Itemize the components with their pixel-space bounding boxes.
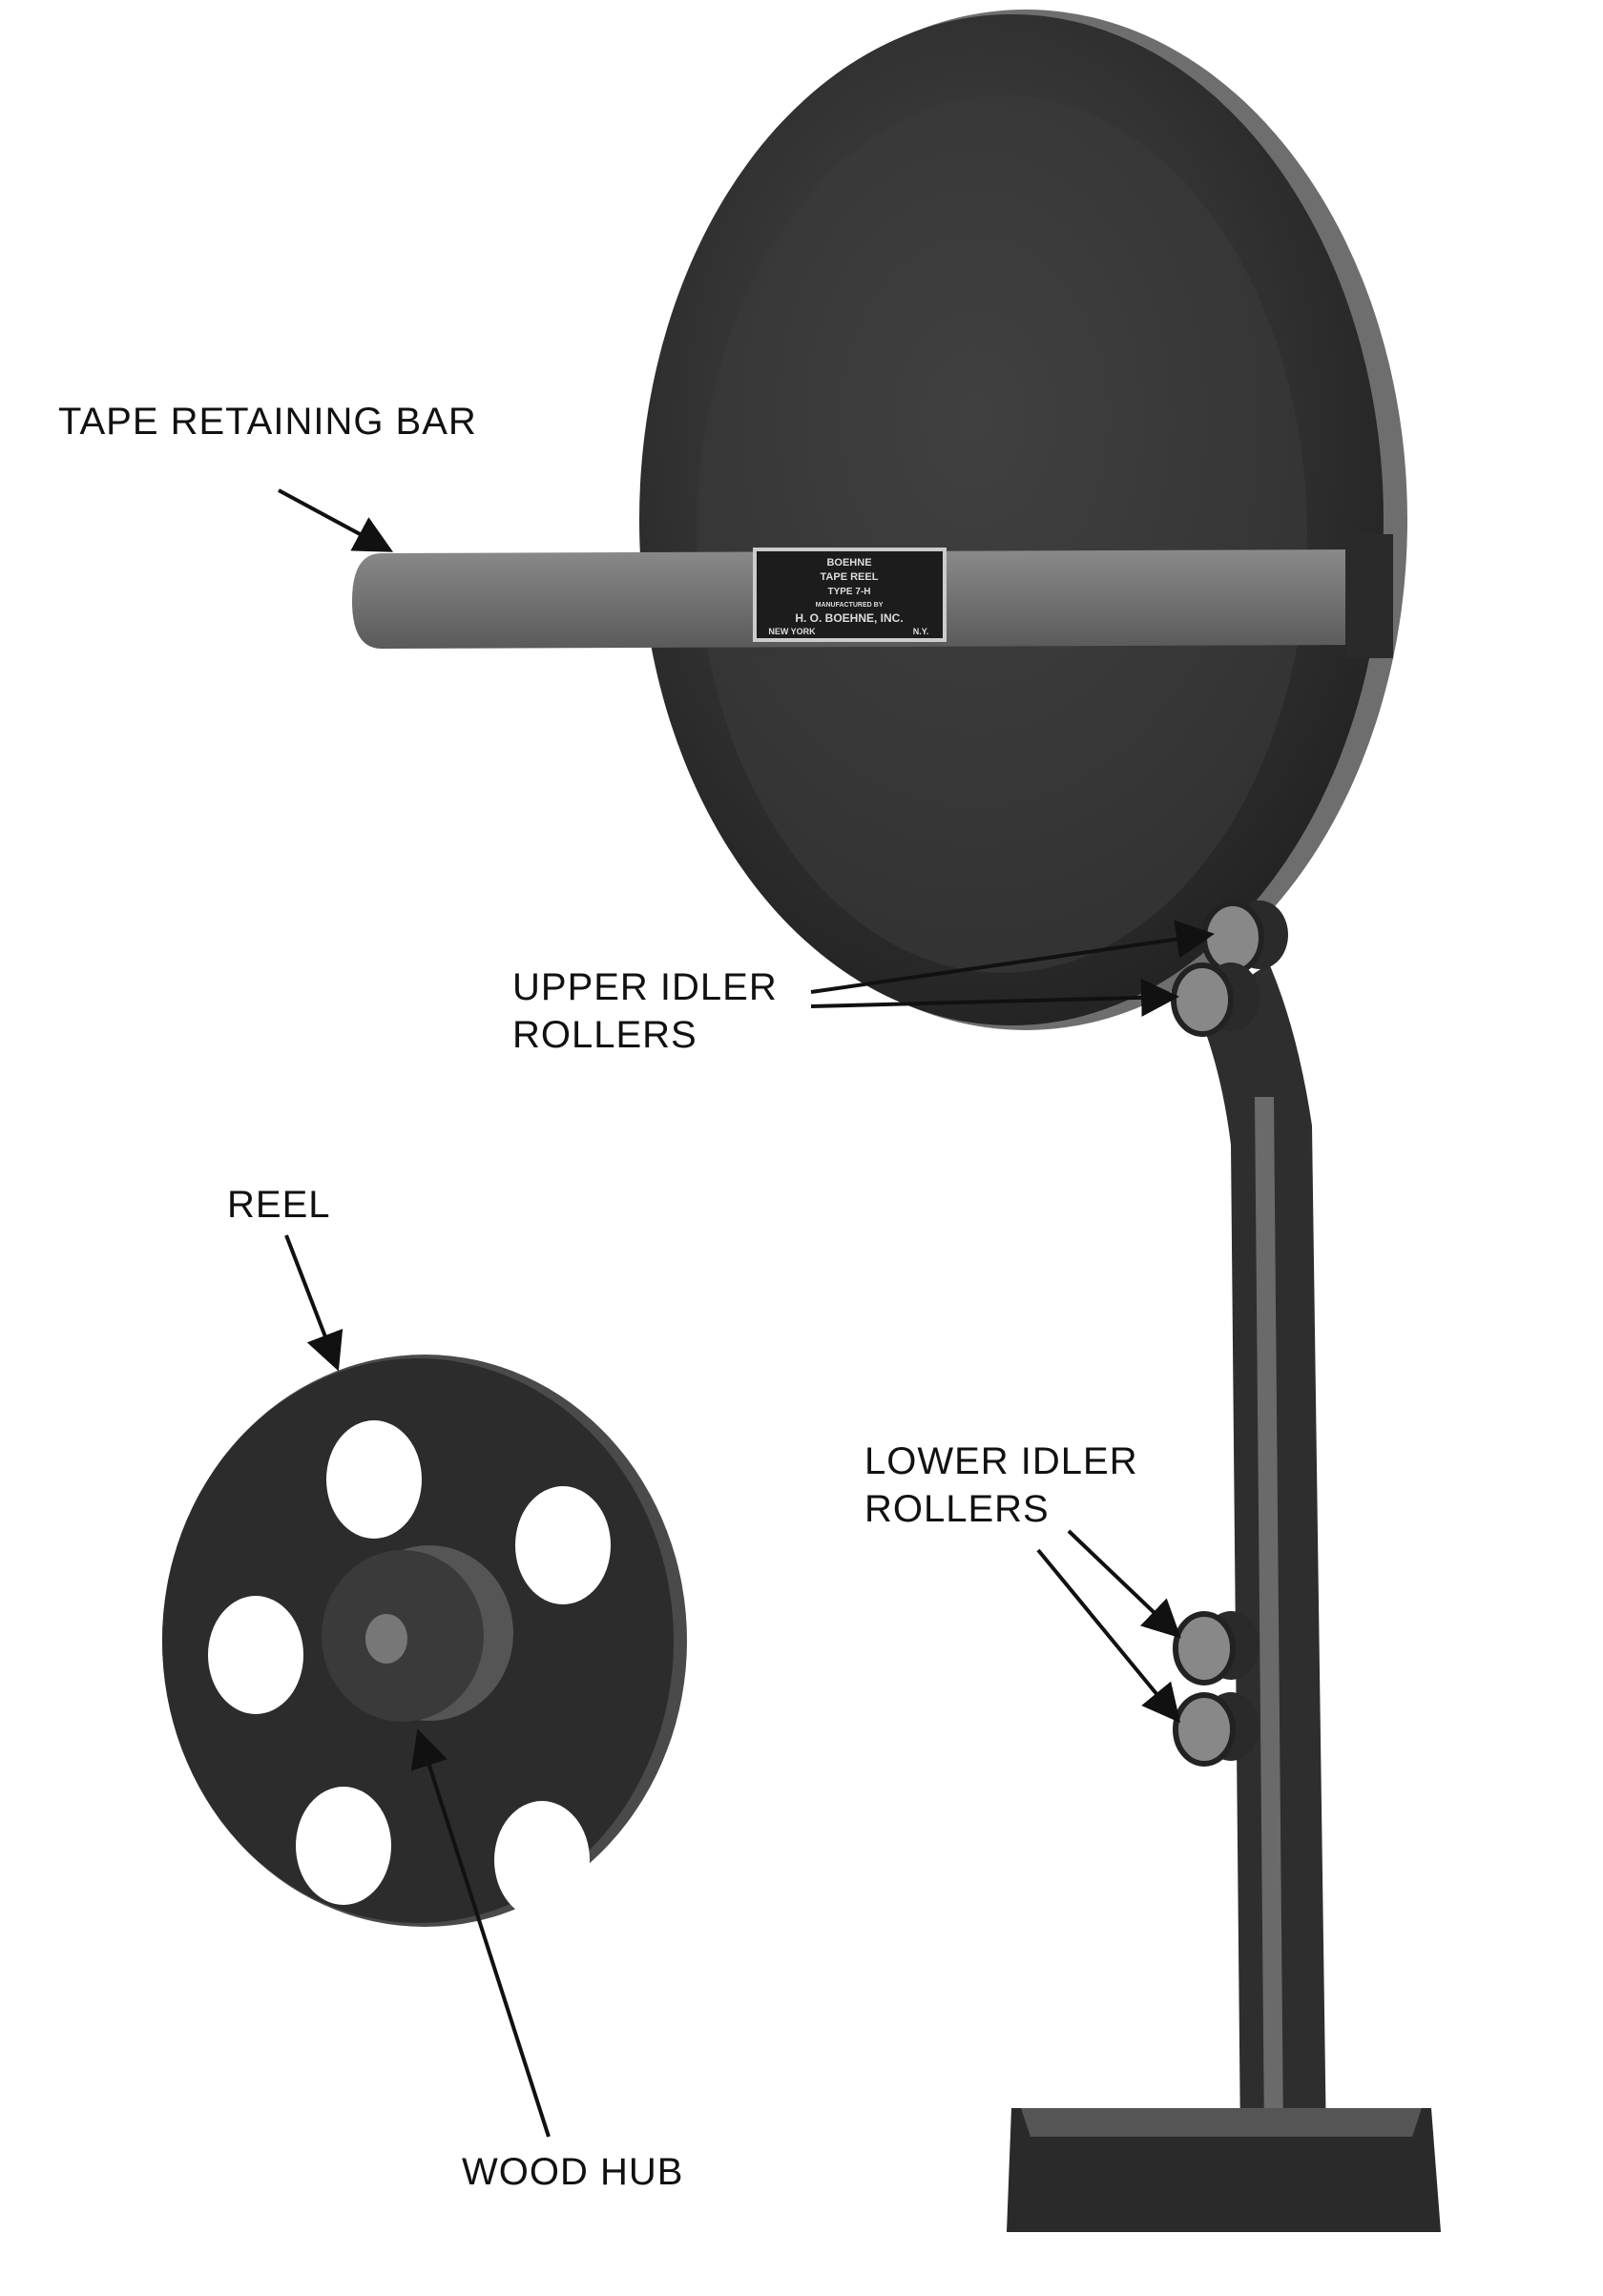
arrow-wood-hub <box>410 1728 551 2138</box>
stand <box>1007 963 1441 2232</box>
reel-hole <box>494 1801 590 1919</box>
arrow-upper-roller <box>810 978 1179 1017</box>
label-upper-idler-rollers: UPPER IDLER <box>512 966 778 1008</box>
stand-base <box>1007 2108 1441 2232</box>
nameplate-line: TYPE 7-H <box>827 587 870 597</box>
label-upper-idler-rollers: ROLLERS <box>512 1014 697 1056</box>
label-lower-idler-rollers: ROLLERS <box>864 1488 1050 1530</box>
nameplate-line: TAPE REEL <box>821 571 879 583</box>
reel-hole <box>326 1420 422 1539</box>
nameplate-line: MANUFACTURED BY <box>816 602 884 609</box>
arrow-tape-retaining-bar <box>278 488 394 552</box>
wood-hub <box>322 1545 513 1722</box>
nameplate-city: NEW YORK <box>768 627 816 636</box>
label-wood-hub: WOOD HUB <box>462 2151 683 2193</box>
arrow-upper-roller <box>810 920 1215 994</box>
label-lower-idler-rollers: LOWER IDLER <box>864 1440 1138 1482</box>
reel <box>162 1355 687 1927</box>
reel-hole <box>296 1787 391 1905</box>
nameplate-line: H. O. BOEHNE, INC. <box>795 611 903 625</box>
label-reel: REEL <box>227 1184 331 1226</box>
arrow-lower-roller <box>1067 1529 1181 1639</box>
label-tape-retaining-bar: TAPE RETAINING BAR <box>58 401 477 443</box>
lower-idler-rollers <box>1173 1611 1260 1767</box>
arrow-reel <box>284 1234 344 1372</box>
tape-reel-housing <box>639 10 1407 1030</box>
nameplate-state: N.Y. <box>913 627 929 636</box>
reel-hole <box>208 1596 303 1714</box>
nameplate: BOEHNE TAPE REEL TYPE 7-H MANUFACTURED B… <box>753 548 947 642</box>
arrow-lower-roller <box>1036 1548 1181 1724</box>
nameplate-line: BOEHNE <box>826 557 871 569</box>
reel-hole <box>515 1486 611 1604</box>
